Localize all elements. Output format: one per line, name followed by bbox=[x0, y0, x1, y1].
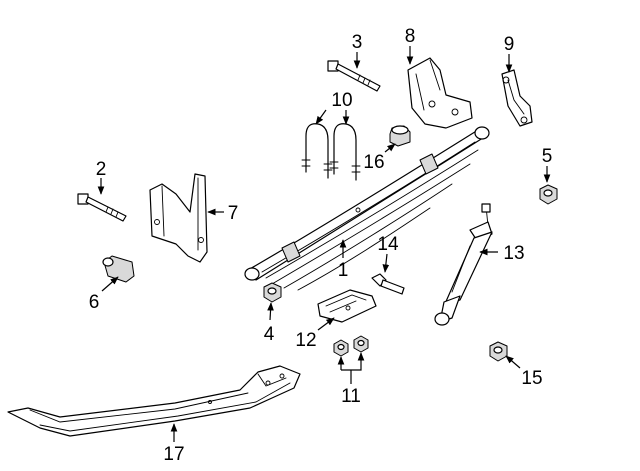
part-5-nut bbox=[539, 184, 558, 205]
callout-8: 8 bbox=[405, 26, 416, 47]
part-11-nuts bbox=[333, 335, 369, 357]
callout-15: 15 bbox=[521, 368, 542, 389]
part-4-nut bbox=[263, 282, 282, 303]
leader-lines bbox=[97, 46, 551, 442]
callout-9: 9 bbox=[504, 34, 515, 55]
callout-10: 10 bbox=[331, 90, 352, 111]
part-8-shackle-bracket bbox=[407, 57, 473, 129]
part-14-bolt bbox=[371, 273, 405, 295]
callout-3: 3 bbox=[352, 32, 363, 53]
part-2-bolt bbox=[77, 193, 127, 222]
part-15-nut bbox=[489, 341, 508, 362]
part-13-shock-absorber bbox=[434, 203, 493, 326]
part-10-u-bolts bbox=[301, 123, 361, 181]
callout-2: 2 bbox=[96, 159, 107, 180]
callout-1: 1 bbox=[338, 260, 349, 281]
part-3-bolt bbox=[327, 60, 381, 92]
callout-17: 17 bbox=[163, 444, 184, 465]
part-6-bump-stop bbox=[102, 255, 135, 283]
callout-14: 14 bbox=[377, 234, 399, 255]
part-1-leaf-spring bbox=[244, 126, 490, 291]
callout-16: 16 bbox=[363, 152, 384, 173]
callout-11: 11 bbox=[341, 386, 361, 407]
part-9-shackle bbox=[501, 69, 533, 127]
callout-7: 7 bbox=[228, 203, 239, 224]
part-16-bushing bbox=[389, 125, 411, 147]
callout-12: 12 bbox=[295, 330, 316, 351]
callout-4: 4 bbox=[264, 324, 275, 345]
callout-5: 5 bbox=[542, 146, 553, 167]
callout-6: 6 bbox=[89, 292, 100, 313]
part-17-skid-plate bbox=[7, 365, 301, 437]
part-12-spring-plate bbox=[317, 289, 377, 323]
part-7-bracket bbox=[149, 173, 208, 263]
callout-13: 13 bbox=[503, 243, 524, 264]
